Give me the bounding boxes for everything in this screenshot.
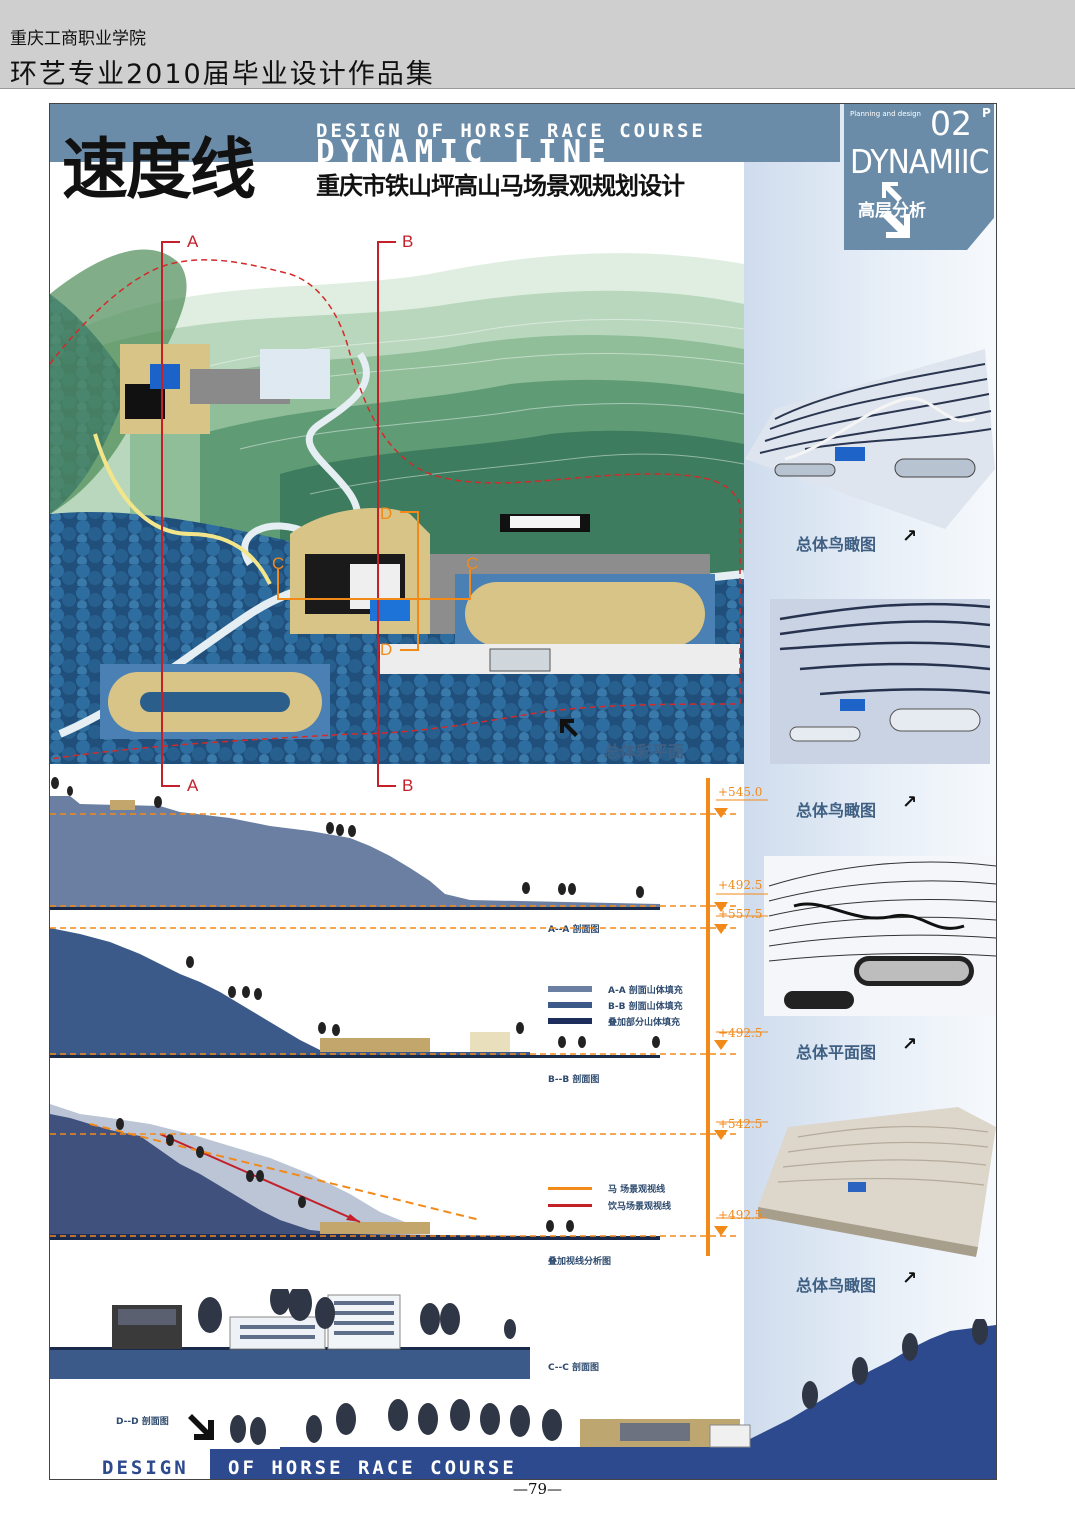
master-plan-drawing [50, 234, 744, 764]
section-bb-label: B--B 剖面图 [548, 1075, 600, 1085]
cut-a-bottom: A [187, 776, 199, 795]
cut-c-right: C [466, 554, 479, 573]
sheet-number-suffix: P [982, 106, 991, 120]
cut-d-top: D [380, 504, 393, 523]
title-band [50, 104, 840, 162]
title-en-small: DESIGN OF HORSE RACE COURSE [316, 120, 706, 142]
arrow-ne-icon-2: ↗ [902, 792, 918, 813]
sight-section-label: 叠加视线分析图 [548, 1257, 612, 1267]
title-cn: 速度线 [62, 131, 256, 208]
arrow-ne-icon: ↗ [902, 526, 918, 547]
aerial-caption-3: 总体鸟瞰图 [796, 1276, 877, 1295]
sheet-tag [844, 104, 994, 250]
arrow-ne-icon-3: ↗ [902, 1034, 918, 1055]
legend-fill-aa: A-A 剖面山体填充 [608, 986, 683, 996]
collection-title: 环艺专业2010届毕业设计作品集 [10, 59, 435, 90]
elevation-4: +492.5 [718, 1026, 763, 1040]
section-dd [210, 1319, 996, 1479]
page-number: —79— [512, 1480, 563, 1498]
footer-design: DESIGN [102, 1457, 189, 1479]
north-arrow-icon [560, 719, 578, 737]
footer-rest: OF HORSE RACE COURSE [228, 1457, 517, 1479]
cut-c-left: C [272, 554, 285, 573]
cut-b-bottom: B [402, 776, 414, 795]
section-aa [50, 777, 740, 910]
sight-line-section [50, 1104, 740, 1240]
cut-d-bottom: D [380, 640, 393, 659]
footer-box [226, 1456, 596, 1479]
elevation-5: +542.5 [718, 1117, 763, 1131]
legend-sight-water: 饮马场景观视线 [608, 1202, 672, 1212]
legend-line-water [548, 1204, 592, 1207]
tag-caption: 高层分析 [858, 201, 926, 221]
line-plan-drawing [764, 856, 996, 1016]
title-en-large: DYNAMIC LINE [316, 134, 612, 170]
dd-arrow-icon [188, 1414, 214, 1440]
elevation-scale [706, 778, 768, 1256]
aerial-render-1 [745, 349, 995, 529]
sheet-number: 02 [930, 104, 972, 143]
section-aa-label: A--A 剖面图 [548, 925, 600, 935]
tag-arrows-icon [882, 182, 910, 238]
legend-sight-horse: 马 场景观视线 [608, 1185, 666, 1195]
elevation-3: +557.5 [718, 907, 763, 921]
design-board: DESIGN OF HORSE RACE COURSE DYNAMIC LINE… [49, 103, 997, 1480]
aerial-caption-2: 总体鸟瞰图 [796, 801, 877, 820]
cut-a-top: A [187, 232, 199, 251]
legend-fill-bb: B-B 剖面山体填充 [608, 1002, 683, 1012]
section-cut-lines [161, 241, 396, 787]
arrow-ne-icon-4: ↗ [902, 1268, 918, 1289]
tag-small-text: Planning and design [850, 110, 921, 118]
school-name: 重庆工商职业学院 [10, 29, 146, 49]
legend-swatch-bb [548, 1002, 592, 1008]
elevation-6: +492.5 [718, 1208, 763, 1222]
section-dd-label: D--D 剖面图 [116, 1417, 169, 1427]
plan-caption: 总体彩平面 [604, 742, 685, 761]
aerial-render-2 [770, 599, 990, 764]
project-subtitle: 重庆市铁山坪高山马场景观规划设计 [316, 172, 685, 200]
legend-line-horse [548, 1187, 592, 1190]
elevation-2: +492.5 [718, 878, 763, 892]
model-photo [758, 1107, 996, 1257]
section-cc-label: C--C 剖面图 [548, 1363, 600, 1373]
cut-b-top: B [402, 232, 414, 251]
header-band: 重庆工商职业学院 环艺专业2010届毕业设计作品集 [0, 0, 1075, 90]
section-cc [50, 1289, 530, 1379]
legend-swatch-overlay [548, 1018, 592, 1024]
plan-line-caption: 总体平面图 [796, 1043, 877, 1062]
section-bb [50, 927, 740, 1058]
tag-word: DYNAMIIC [850, 142, 990, 181]
aerial-caption-1: 总体鸟瞰图 [796, 535, 877, 554]
section-cut-cd [277, 511, 471, 651]
legend-fill-overlay: 叠加部分山体填充 [608, 1018, 681, 1028]
legend-swatch-aa [548, 986, 592, 992]
elevation-1: +545.0 [718, 785, 763, 799]
